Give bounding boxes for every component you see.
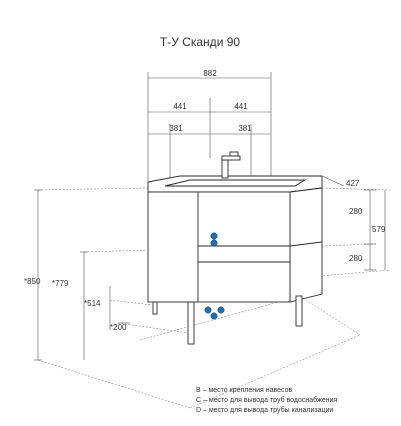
vanity-cabinet <box>147 175 323 345</box>
dim-label-381-left: 381 <box>169 124 183 133</box>
dim-label-579: 579 <box>372 225 386 234</box>
cabinet-front <box>147 191 291 303</box>
water-outlet-c-icon <box>204 306 212 314</box>
mount-point-b-icon <box>210 232 218 240</box>
leg-front-left <box>187 301 195 345</box>
dim-label-441-left: 441 <box>173 102 187 111</box>
dim-label-882: 882 <box>203 69 217 78</box>
leg-back-left <box>152 301 158 315</box>
perspective-guides <box>37 187 391 409</box>
dim-label-280-lower: 280 <box>349 254 363 263</box>
legend: B – место крепления навесов C – место дл… <box>196 387 337 414</box>
dim-label-779: *779 <box>52 279 69 288</box>
mount-point-b-icon <box>210 239 218 247</box>
left-dimensions: *850 *779 *514 *200 <box>24 189 130 361</box>
sink-bowl <box>164 179 307 187</box>
drawing-title: Т-У Сканди 90 <box>160 35 240 49</box>
legend-item-c: C – место для вывода труб водоснабжения <box>196 396 337 404</box>
dim-label-427: 427 <box>346 179 360 188</box>
leg-front-right <box>295 295 303 327</box>
marker-d <box>210 312 218 320</box>
dim-label-441-right: 441 <box>234 102 248 111</box>
dim-label-850: *850 <box>24 277 41 286</box>
marker-c <box>204 306 225 314</box>
dim-label-381-right: 381 <box>238 124 252 133</box>
dim-label-200: *200 <box>110 323 127 332</box>
drain-outlet-d-icon <box>210 312 218 320</box>
water-outlet-c-icon <box>217 306 225 314</box>
legend-item-b: B – место крепления навесов <box>196 387 293 394</box>
top-dimensions: 882 441 441 381 381 <box>147 69 272 182</box>
right-dimensions: 427 280 280 579 <box>321 175 386 271</box>
marker-b <box>210 232 218 247</box>
dim-label-514: *514 <box>84 299 101 308</box>
dim-label-280-upper: 280 <box>349 207 363 216</box>
faucet <box>221 151 241 179</box>
legend-item-d: D – место для вывода трубы канализации <box>196 406 333 414</box>
